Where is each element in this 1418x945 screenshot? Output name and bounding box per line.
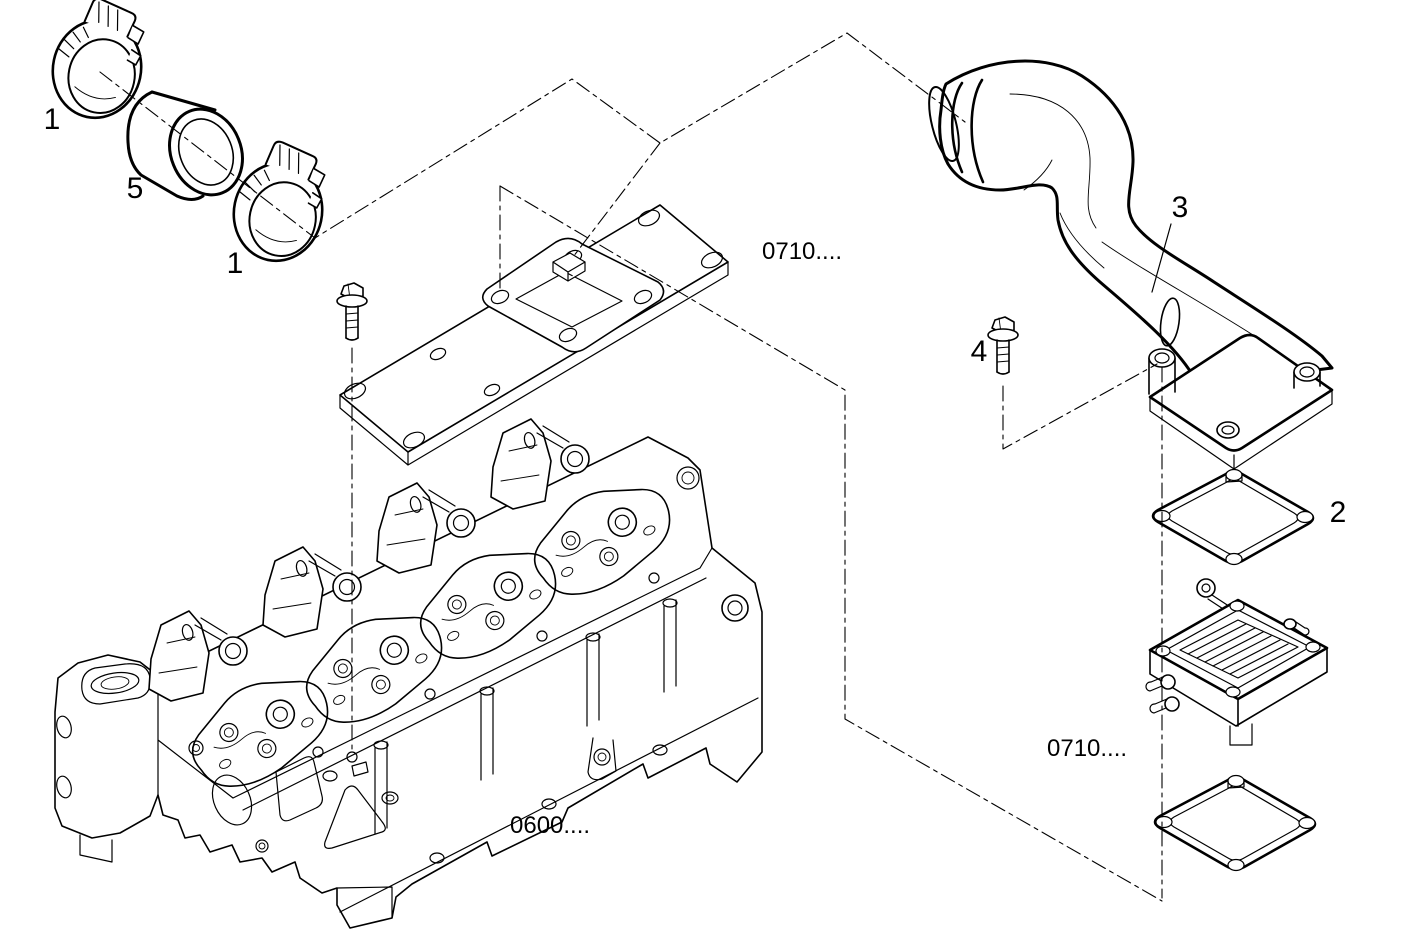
- flange-bolt-4: [987, 316, 1019, 375]
- ref-0710-plate: 0710....: [762, 238, 843, 265]
- callout-5-sleeve: 5: [126, 172, 144, 205]
- callout-2-gasket: 2: [1329, 496, 1347, 529]
- heater-element: [1145, 578, 1329, 746]
- pipe-flange: [1148, 333, 1334, 470]
- assembly-centerlines: [99, 32, 1172, 902]
- callout-1-upper-clamp: 1: [43, 103, 61, 136]
- heater-gasket: [1153, 774, 1317, 872]
- callout-3-pipe: 3: [1171, 191, 1189, 224]
- callout-4-bolt: 4: [970, 335, 988, 368]
- plate-bolt: [336, 282, 368, 341]
- flange-gasket-2: [1151, 468, 1315, 566]
- intake-cover-plate: [339, 204, 729, 466]
- ref-0600-head: 0600....: [510, 812, 591, 839]
- ref-0710-heater: 0710....: [1047, 735, 1128, 762]
- intake-elbow-pipe: [928, 59, 1334, 470]
- callout-3-leader: [1151, 223, 1172, 293]
- callout-1-lower-clamp: 1: [226, 247, 244, 280]
- hose-clamp-upper: [42, 0, 156, 128]
- connecting-sleeve: [126, 90, 244, 201]
- cylinder-head: [54, 418, 763, 929]
